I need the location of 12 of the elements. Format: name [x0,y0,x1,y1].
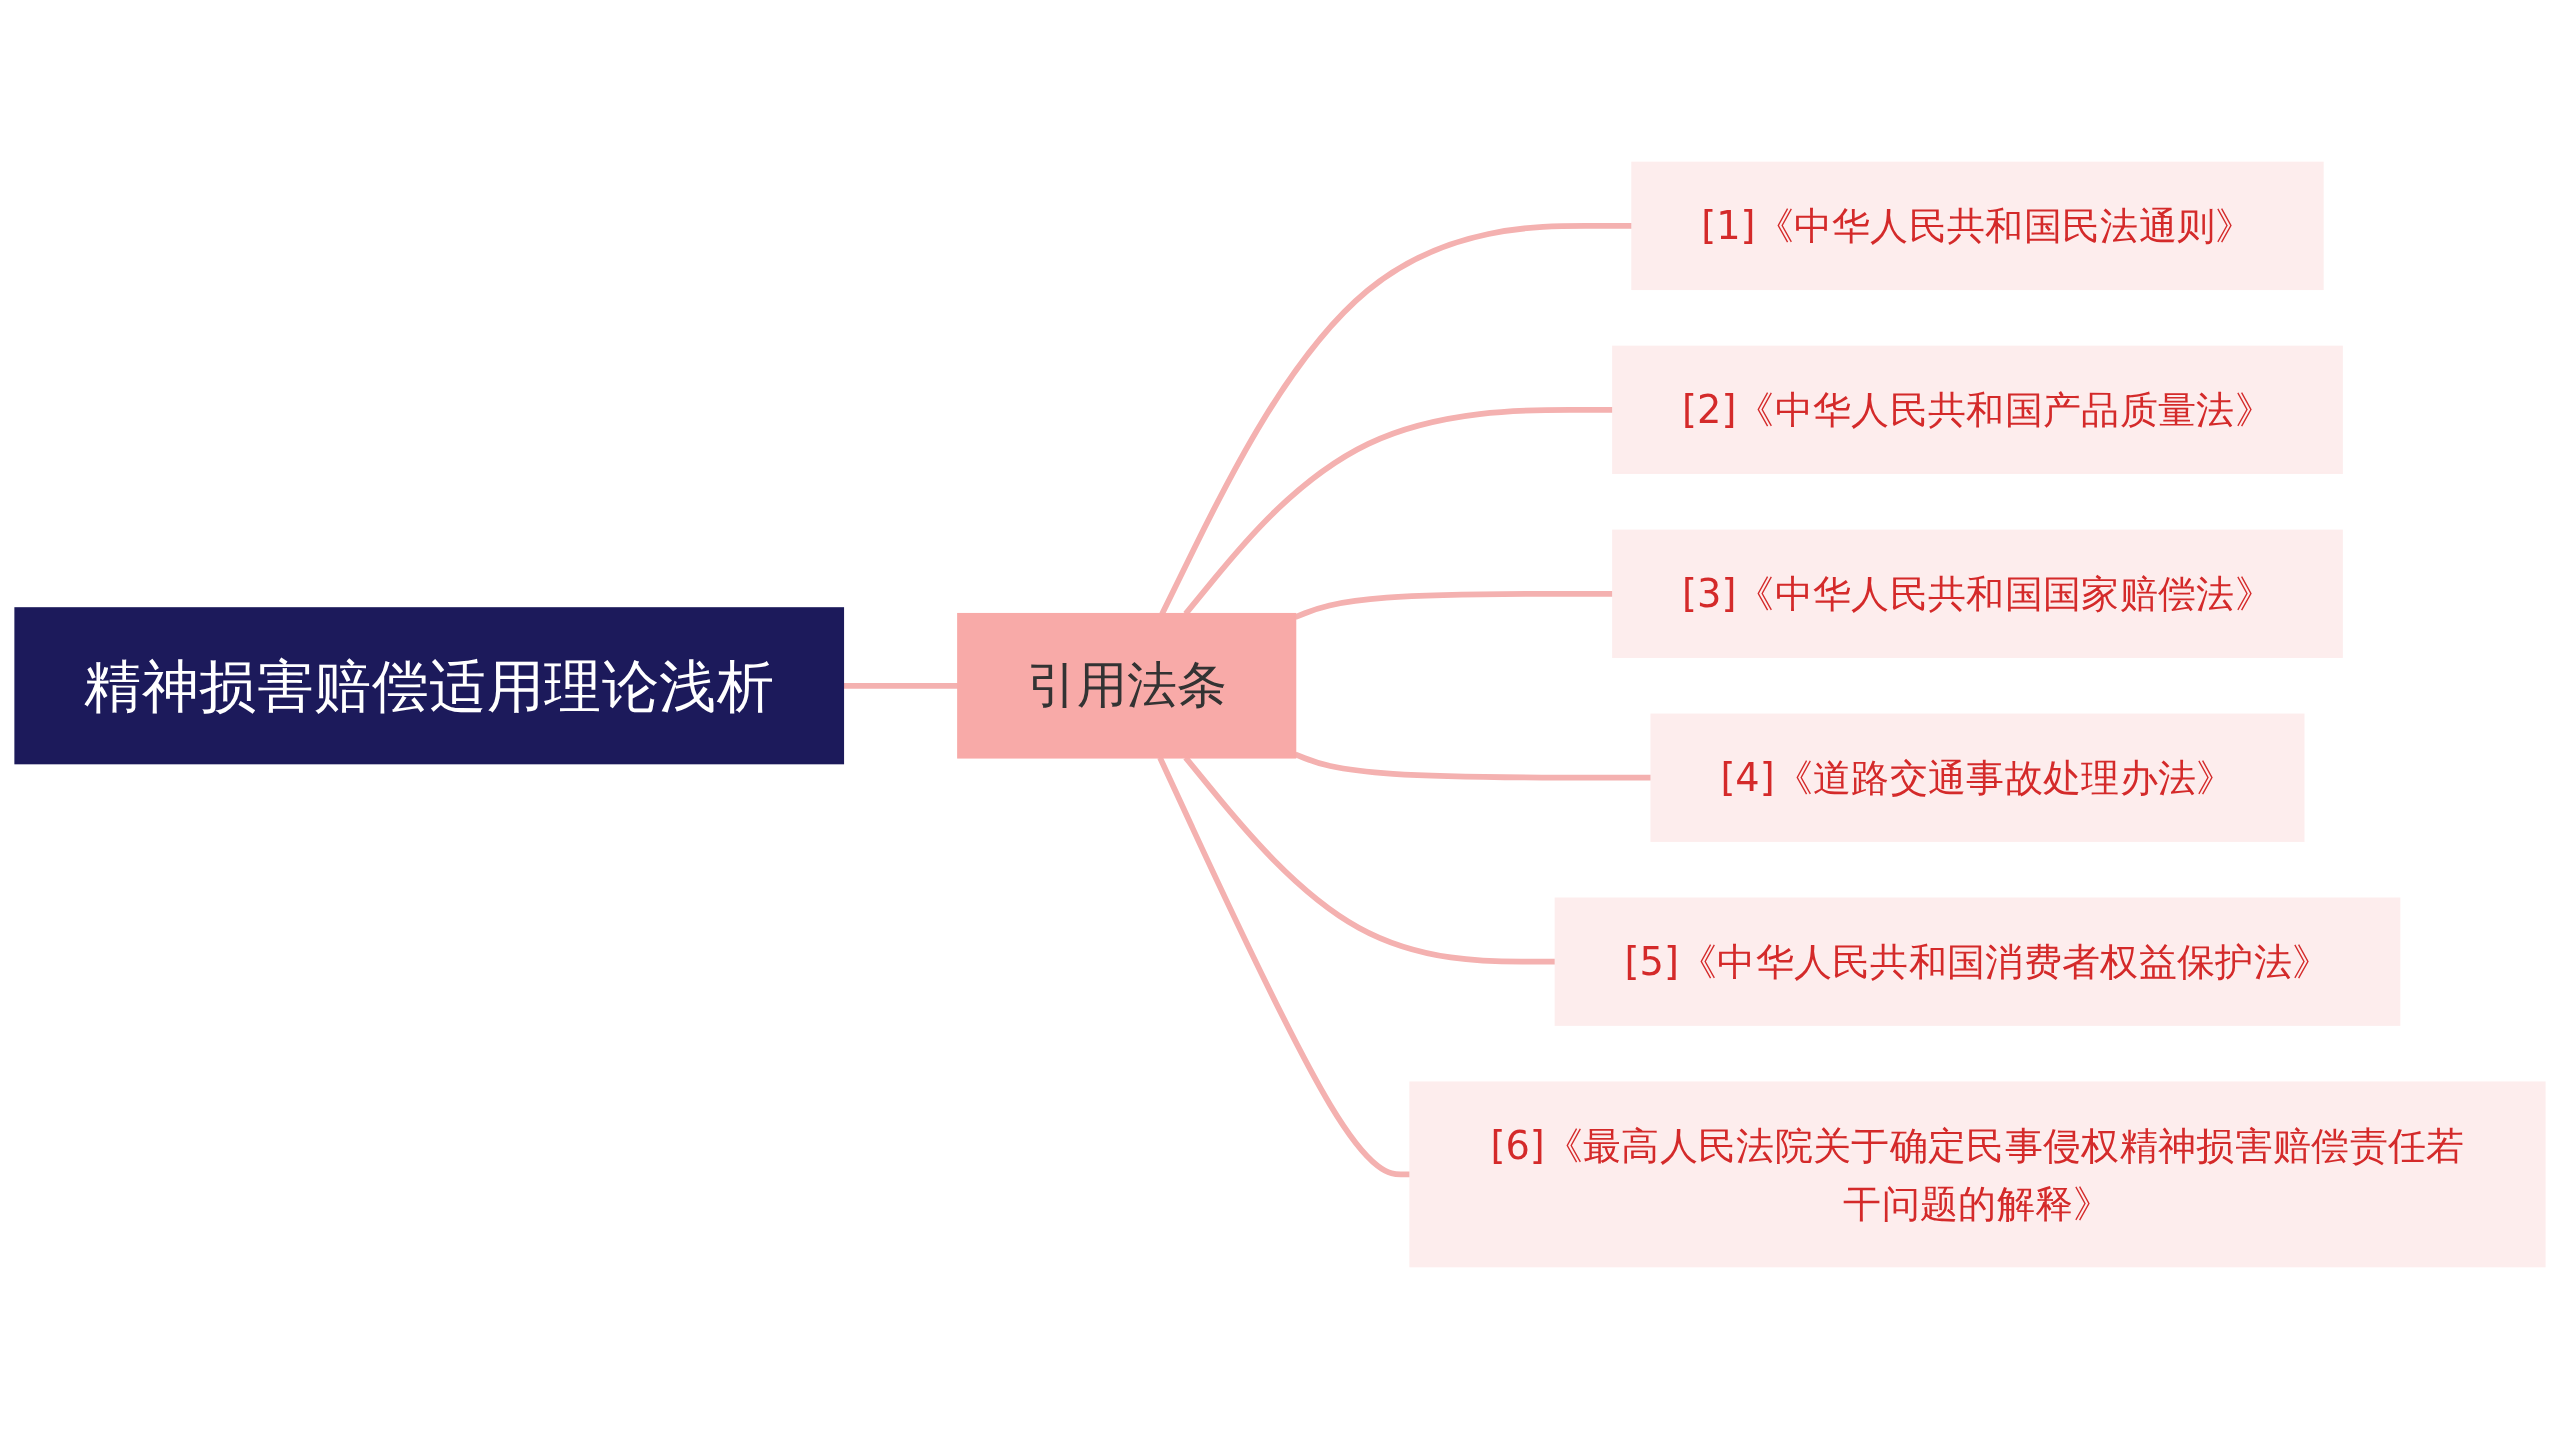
node-box: [6]《最高人民法院关于确定民事侵权精神损害赔偿责任若干问题的解释》 [1409,1081,2546,1268]
node-box: 精神损害赔偿适用理论浅析 [14,607,845,765]
node-box: [2]《中华人民共和国产品质量法》 [1612,345,2343,474]
connector [1157,756,1411,1178]
node-box: [1]《中华人民共和国民法通则》 [1631,161,2324,291]
connector [1294,590,1614,620]
node-box: 引用法条 [957,612,1297,759]
node-box: [5]《中华人民共和国消费者权益保护法》 [1554,897,2401,1026]
connector [1294,751,1652,781]
node-box: [4]《道路交通事故处理办法》 [1650,713,2305,842]
node-box: [3]《中华人民共和国国家赔偿法》 [1612,529,2343,658]
connector [843,682,959,689]
